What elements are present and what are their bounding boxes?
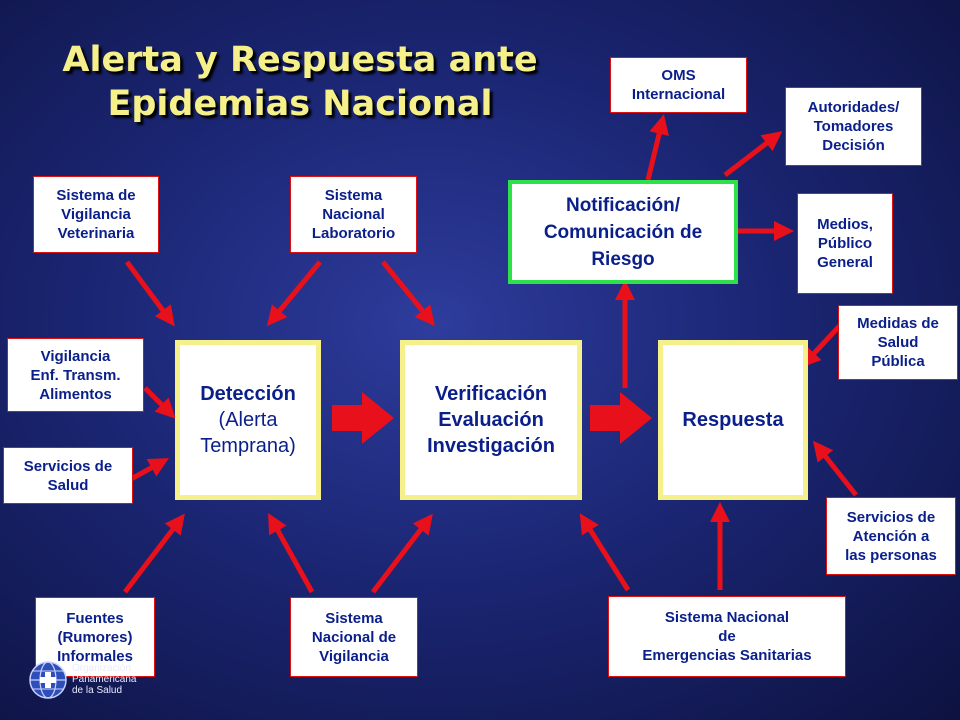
arrow-lab-to-verificacion bbox=[381, 260, 436, 327]
box-notificacion: Notificación/ Comunicación de Riesgo bbox=[508, 180, 738, 284]
box-medios-publico: Medios, Público General bbox=[797, 193, 893, 294]
arrow-deteccion-to-verificacion bbox=[332, 392, 394, 444]
arrow-vigilancia-to-deteccion bbox=[268, 513, 315, 594]
page-title: Alerta y Respuesta ante Epidemias Nacion… bbox=[62, 40, 538, 124]
globe-logo-icon bbox=[29, 661, 67, 699]
arrow-notificacion-to-autoridades bbox=[723, 131, 783, 177]
deteccion-subtitle: (Alerta Temprana) bbox=[200, 409, 296, 457]
arrow-atencion-to-respuesta bbox=[813, 440, 858, 497]
box-respuesta: Respuesta bbox=[658, 340, 808, 500]
deteccion-title: Detección bbox=[200, 383, 296, 405]
arrow-lab-to-deteccion bbox=[266, 260, 322, 327]
respuesta-title: Respuesta bbox=[682, 409, 784, 431]
box-oms-internacional: OMS Internacional bbox=[610, 57, 747, 113]
arrow-vigilancia-to-verificacion bbox=[371, 513, 433, 594]
box-servicios-salud: Servicios de Salud bbox=[3, 447, 133, 504]
box-verificacion: Verificación Evaluación Investigación bbox=[400, 340, 582, 500]
box-sistema-vigilancia-veterinaria: Sistema de Vigilancia Veterinaria bbox=[33, 176, 159, 253]
box-sistema-nacional-vigilancia: Sistema Nacional de Vigilancia bbox=[290, 597, 418, 677]
arrow-notificacion-to-oms bbox=[645, 114, 669, 181]
box-sistema-nacional-laboratorio: Sistema Nacional Laboratorio bbox=[290, 176, 417, 253]
arrow-verificacion-to-respuesta bbox=[590, 392, 652, 444]
box-deteccion: Detección (Alerta Temprana) bbox=[175, 340, 321, 500]
verificacion-title: Verificación Evaluación Investigación bbox=[427, 383, 555, 457]
box-autoridades: Autoridades/ Tomadores Decisión bbox=[785, 87, 922, 166]
arrow-fuentes-to-deteccion bbox=[123, 513, 185, 594]
arrow-alimentos-to-deteccion bbox=[143, 386, 176, 419]
box-servicios-atencion: Servicios de Atención a las personas bbox=[826, 497, 956, 575]
arrow-emergencias-to-verificacion bbox=[579, 513, 631, 592]
arrow-vet-to-deteccion bbox=[124, 260, 175, 327]
box-emergencias-sanitarias: Sistema Nacional de Emergencias Sanitari… bbox=[608, 596, 846, 677]
box-medidas-salud-publica: Medidas de Salud Pública bbox=[838, 305, 958, 380]
box-fuentes-informales: Fuentes (Rumores) Informales bbox=[35, 597, 155, 677]
organization-name: Organización Panamericana de la Salud bbox=[72, 663, 137, 696]
box-vigilancia-alimentos: Vigilancia Enf. Transm. Alimentos bbox=[7, 338, 144, 412]
